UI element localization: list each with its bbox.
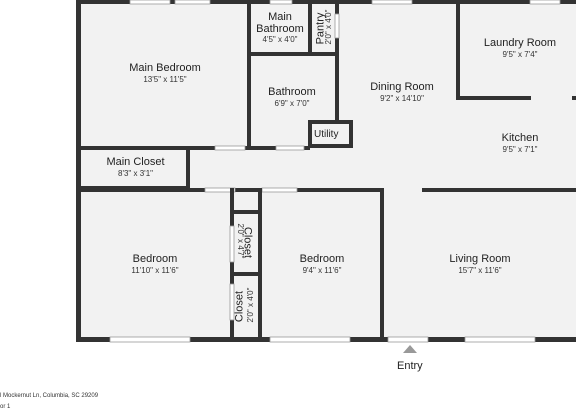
bedroom-1-label: Bedroom 11'10" x 11'6" <box>105 253 205 276</box>
main-bedroom-label: Main Bedroom 13'5" x 11'5" <box>100 62 230 85</box>
room-dims: 9'2" x 14'10" <box>380 94 424 103</box>
room-dims: 8'3" x 3'1" <box>118 169 153 178</box>
laundry-room-label: Laundry Room 9'5" x 7'4" <box>470 37 570 60</box>
entry-label: Entry <box>397 360 423 372</box>
living-room-label: Living Room 15'7" x 11'6" <box>430 253 530 276</box>
room-dims: 2'0" x 4'0" <box>246 287 255 323</box>
room-name: Bedroom <box>299 253 345 265</box>
address-text: l Mockernut Ln, Columbia, SC 29209 <box>0 393 99 399</box>
dining-room-label: Dining Room 9'2" x 14'10" <box>352 81 452 104</box>
bathroom-label: Bathroom 6'9" x 7'0" <box>252 86 332 109</box>
closet-1-dims: 2'0" x 4'7" <box>235 216 245 266</box>
room-name: Main Bathroom <box>256 11 304 35</box>
room-dims: 13'5" x 11'5" <box>143 75 187 84</box>
room-dims: 2'0" x 4'0" <box>324 9 333 45</box>
floor-text: or 1 <box>0 404 11 410</box>
room-dims: 4'5" x 4'0" <box>262 35 298 44</box>
room-name: Main Bedroom <box>129 62 201 74</box>
room-name: Living Room <box>449 253 511 265</box>
main-closet-label: Main Closet 8'3" x 3'1" <box>88 156 183 179</box>
room-dims: 9'5" x 7'1" <box>502 145 538 154</box>
room-name: Main Closet <box>106 156 165 168</box>
room-name: Laundry Room <box>483 37 557 49</box>
closet-2-dims: 2'0" x 4'0" <box>246 280 256 330</box>
kitchen-label: Kitchen 9'5" x 7'1" <box>480 132 560 155</box>
utility-label: Utility <box>314 129 339 140</box>
room-name: Dining Room <box>370 81 434 93</box>
room-dims: 2'0" x 4'7" <box>236 223 245 259</box>
room-name: Kitchen <box>501 132 539 144</box>
room-dims: 15'7" x 11'6" <box>458 266 502 275</box>
room-name: Bedroom <box>132 253 178 265</box>
room-name: Bathroom <box>268 86 316 98</box>
room-dims: 11'10" x 11'6" <box>131 266 179 275</box>
room-dims: 9'5" x 7'4" <box>502 50 538 59</box>
room-dims: 9'4" x 11'6" <box>302 266 342 275</box>
bedroom-2-label: Bedroom 9'4" x 11'6" <box>272 253 372 276</box>
room-dims: 6'9" x 7'0" <box>274 99 310 108</box>
main-bathroom-label: Main Bathroom 4'5" x 4'0" <box>250 11 310 45</box>
pantry-dims: 2'0" x 4'0" <box>324 2 334 52</box>
closet-2-label: Closet <box>234 282 247 332</box>
room-name: Closet <box>233 290 246 323</box>
